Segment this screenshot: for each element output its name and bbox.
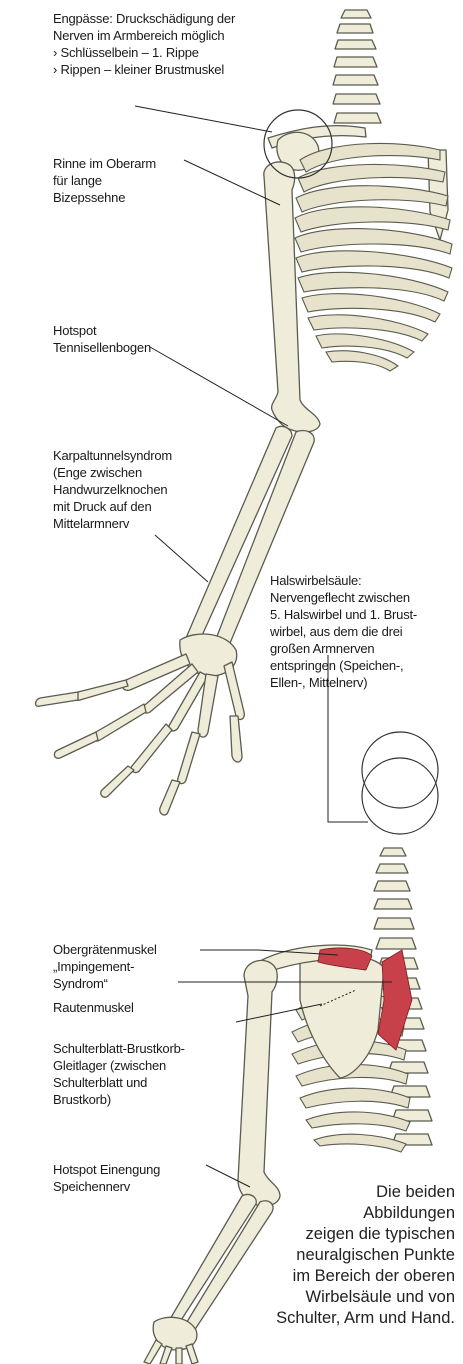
bottlenecks-title: Engpässe: Druckschädigung der bbox=[53, 10, 235, 27]
bottom-humerus bbox=[238, 960, 280, 1206]
radial-nerve-label: Hotspot Einengung Speichennerv bbox=[53, 1161, 160, 1195]
top-ribcage bbox=[295, 143, 452, 371]
cervical-spine-circle bbox=[362, 732, 438, 808]
cervical-spine-label: Halswirbelsäule: Nervengeflecht zwischen… bbox=[270, 572, 417, 691]
top-skeleton bbox=[36, 10, 453, 815]
bottlenecks-item-1: › Schlüsselbein – 1. Rippe bbox=[53, 44, 235, 61]
top-hand bbox=[36, 634, 245, 815]
tennis-elbow-label: Hotspot Tennisellenbogen bbox=[53, 322, 151, 356]
rhomboid-label: Rautenmuskel bbox=[53, 999, 134, 1016]
figure-caption: Die beiden Abbildungen zeigen die typisc… bbox=[225, 1182, 455, 1329]
bottom-hand bbox=[144, 1317, 198, 1364]
bottlenecks-line2: Nerven im Armbereich möglich bbox=[53, 27, 235, 44]
top-cervical-spine bbox=[333, 10, 381, 123]
upper-arm-groove-label: Rinne im Oberarm für lange Bizepssehne bbox=[53, 155, 156, 206]
bottlenecks-label: Engpässe: Druckschädigung der Nerven im … bbox=[53, 10, 235, 78]
supraspinatus-label: Obergrätenmuskel „Impingement- Syndrom“ bbox=[53, 941, 157, 992]
bottom-spine-circle bbox=[362, 758, 438, 834]
scapulothoracic-label: Schulterblatt-Brustkorb- Gleitlager (zwi… bbox=[53, 1040, 185, 1108]
bottlenecks-item-2: › Rippen – kleiner Brustmuskel bbox=[53, 61, 235, 78]
carpal-tunnel-label: Karpaltunnelsyndrom (Enge zwischen Handw… bbox=[53, 447, 172, 532]
